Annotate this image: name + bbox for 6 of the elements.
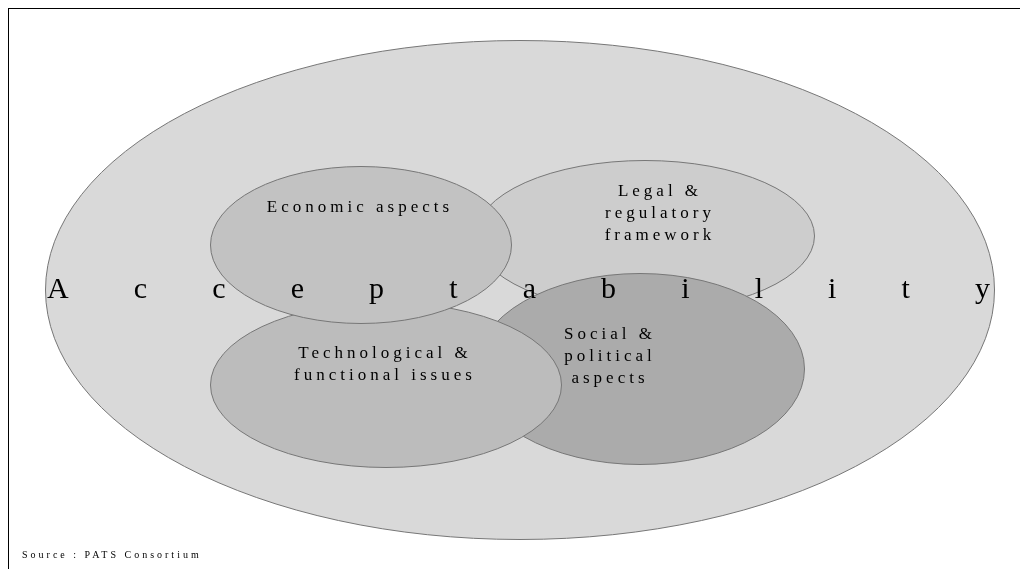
ellipse-label: Legal & regulatory framework [603,180,717,246]
ellipse-label: Economic aspects [265,196,455,218]
source-caption: Source : PATS Consortium [22,549,202,560]
ellipse-label: Social & political aspects [563,323,657,389]
spaced-label: Acceptability [47,271,990,304]
ellipse-label: Technological & functional issues [293,342,477,386]
